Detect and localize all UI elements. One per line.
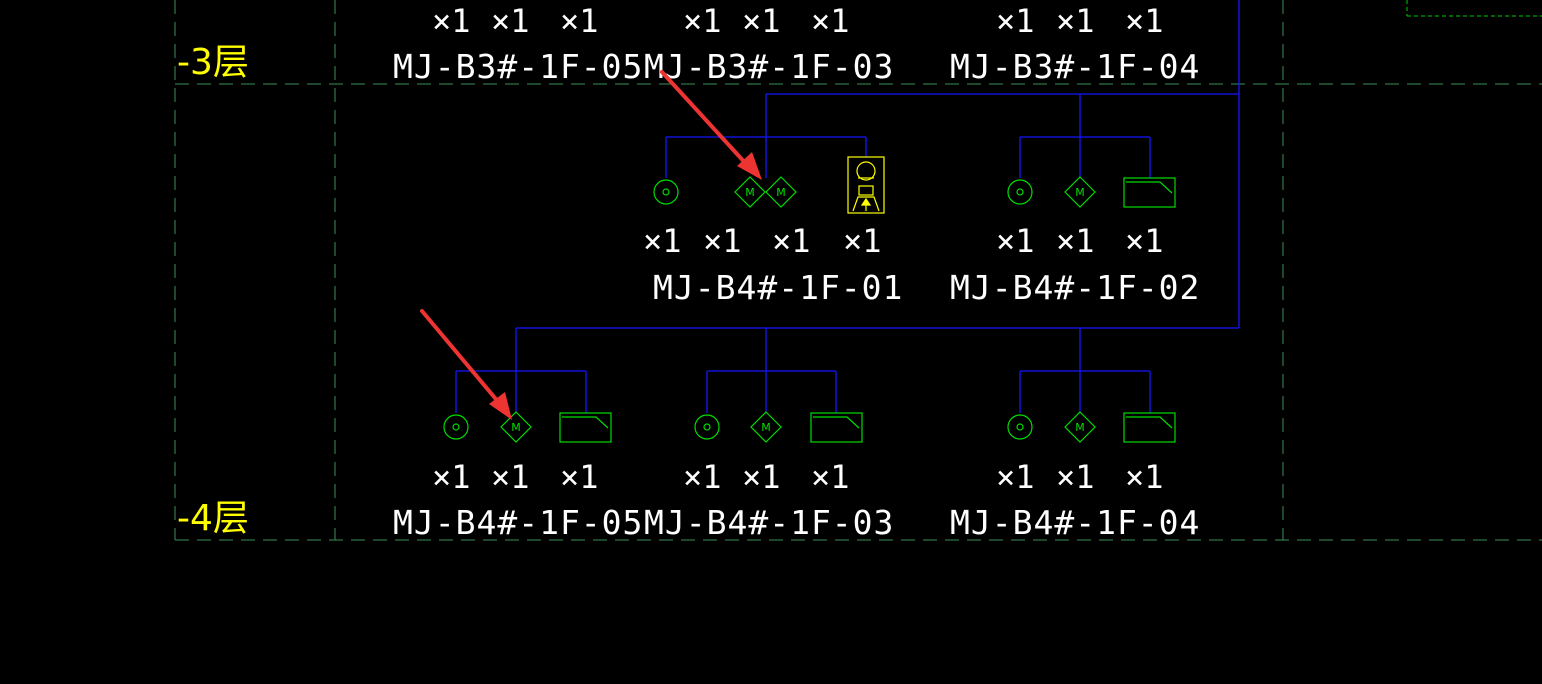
intercom-icon[interactable] <box>847 156 885 214</box>
qty-b4-01-4: ×1 <box>843 222 882 260</box>
qty-b4-03-1: ×1 <box>683 458 722 496</box>
door-contact-icon[interactable] <box>1123 412 1176 443</box>
card-reader-icon[interactable] <box>694 414 720 440</box>
motor-lock-icon[interactable]: M <box>734 176 766 208</box>
qty-b3-05-2: ×1 <box>491 2 530 40</box>
device-group-label-b3-03: MJ-B3#-1F-03 <box>644 47 894 86</box>
qty-b4-05-1: ×1 <box>432 458 471 496</box>
motor-lock-icon[interactable]: M <box>750 411 782 443</box>
group-b4-05[interactable]: M ×1 ×1 ×1 MJ-B4#-1F-05 <box>393 411 643 542</box>
group-b3-05[interactable]: ×1 ×1 ×1 MJ-B3#-1F-05 <box>393 2 643 86</box>
qty-b4-02-3: ×1 <box>1125 222 1164 260</box>
wiring <box>455 0 1240 413</box>
qty-b4-02-2: ×1 <box>1056 222 1095 260</box>
annotation-arrow-upper <box>660 70 762 180</box>
qty-b4-01-1: ×1 <box>643 222 682 260</box>
adjacent-frame-corner <box>1406 0 1542 17</box>
group-b3-04[interactable]: ×1 ×1 ×1 MJ-B3#-1F-04 <box>950 2 1200 86</box>
qty-b3-03-3: ×1 <box>811 2 850 40</box>
motor-letter: M <box>1075 421 1085 434</box>
motor-letter: M <box>511 421 521 434</box>
card-reader-icon[interactable] <box>653 179 679 205</box>
group-b3-03[interactable]: ×1 ×1 ×1 MJ-B3#-1F-03 <box>644 2 894 86</box>
qty-b4-05-2: ×1 <box>491 458 530 496</box>
group-b4-04[interactable]: M ×1 ×1 ×1 MJ-B4#-1F-04 <box>950 411 1200 542</box>
door-contact-icon[interactable] <box>1123 177 1176 208</box>
motor-lock-icon[interactable]: M <box>1064 411 1096 443</box>
device-group-label-b3-04: MJ-B3#-1F-04 <box>950 47 1200 86</box>
qty-b3-04-2: ×1 <box>1056 2 1095 40</box>
device-group-label-b3-05: MJ-B3#-1F-05 <box>393 47 643 86</box>
door-contact-icon[interactable] <box>810 412 863 443</box>
qty-b3-03-1: ×1 <box>683 2 722 40</box>
motor-letter: M <box>761 421 771 434</box>
door-contact-icon[interactable] <box>559 412 612 443</box>
qty-b4-05-3: ×1 <box>560 458 599 496</box>
motor-letter: M <box>745 186 755 199</box>
card-reader-icon[interactable] <box>1007 414 1033 440</box>
device-group-label-b4-01: MJ-B4#-1F-01 <box>653 268 903 307</box>
device-group-label-b4-03: MJ-B4#-1F-03 <box>644 503 894 542</box>
group-b4-03[interactable]: M ×1 ×1 ×1 MJ-B4#-1F-03 <box>644 411 894 542</box>
motor-lock-icon[interactable]: M <box>765 176 797 208</box>
motor-lock-icon[interactable]: M <box>500 411 532 443</box>
qty-b4-04-2: ×1 <box>1056 458 1095 496</box>
qty-b4-03-2: ×1 <box>742 458 781 496</box>
qty-b4-01-2: ×1 <box>703 222 742 260</box>
motor-letter: M <box>1075 186 1085 199</box>
card-reader-icon[interactable] <box>443 414 469 440</box>
group-b4-02[interactable]: M ×1 ×1 ×1 MJ-B4#-1F-02 <box>950 176 1200 307</box>
qty-b4-03-3: ×1 <box>811 458 850 496</box>
qty-b4-04-3: ×1 <box>1125 458 1164 496</box>
annotation-arrow-lower <box>420 309 512 420</box>
qty-b4-01-3: ×1 <box>772 222 811 260</box>
qty-b3-04-3: ×1 <box>1125 2 1164 40</box>
card-reader-icon[interactable] <box>1007 179 1033 205</box>
device-group-label-b4-02: MJ-B4#-1F-02 <box>950 268 1200 307</box>
device-group-label-b4-05: MJ-B4#-1F-05 <box>393 503 643 542</box>
frame-grid <box>174 0 1542 541</box>
qty-b3-03-2: ×1 <box>742 2 781 40</box>
qty-b3-05-3: ×1 <box>560 2 599 40</box>
qty-b4-02-1: ×1 <box>996 222 1035 260</box>
qty-b3-05-1: ×1 <box>432 2 471 40</box>
device-group-label-b4-04: MJ-B4#-1F-04 <box>950 503 1200 542</box>
motor-letter: M <box>776 186 786 199</box>
qty-b3-04-1: ×1 <box>996 2 1035 40</box>
group-b4-01[interactable]: M M ×1 ×1 ×1 ×1 MJ-B4#-1F-01 <box>643 156 903 307</box>
floor-label-b4: -4层 <box>177 498 249 539</box>
floor-label-b3: -3层 <box>177 42 249 83</box>
qty-b4-04-1: ×1 <box>996 458 1035 496</box>
motor-lock-icon[interactable]: M <box>1064 176 1096 208</box>
